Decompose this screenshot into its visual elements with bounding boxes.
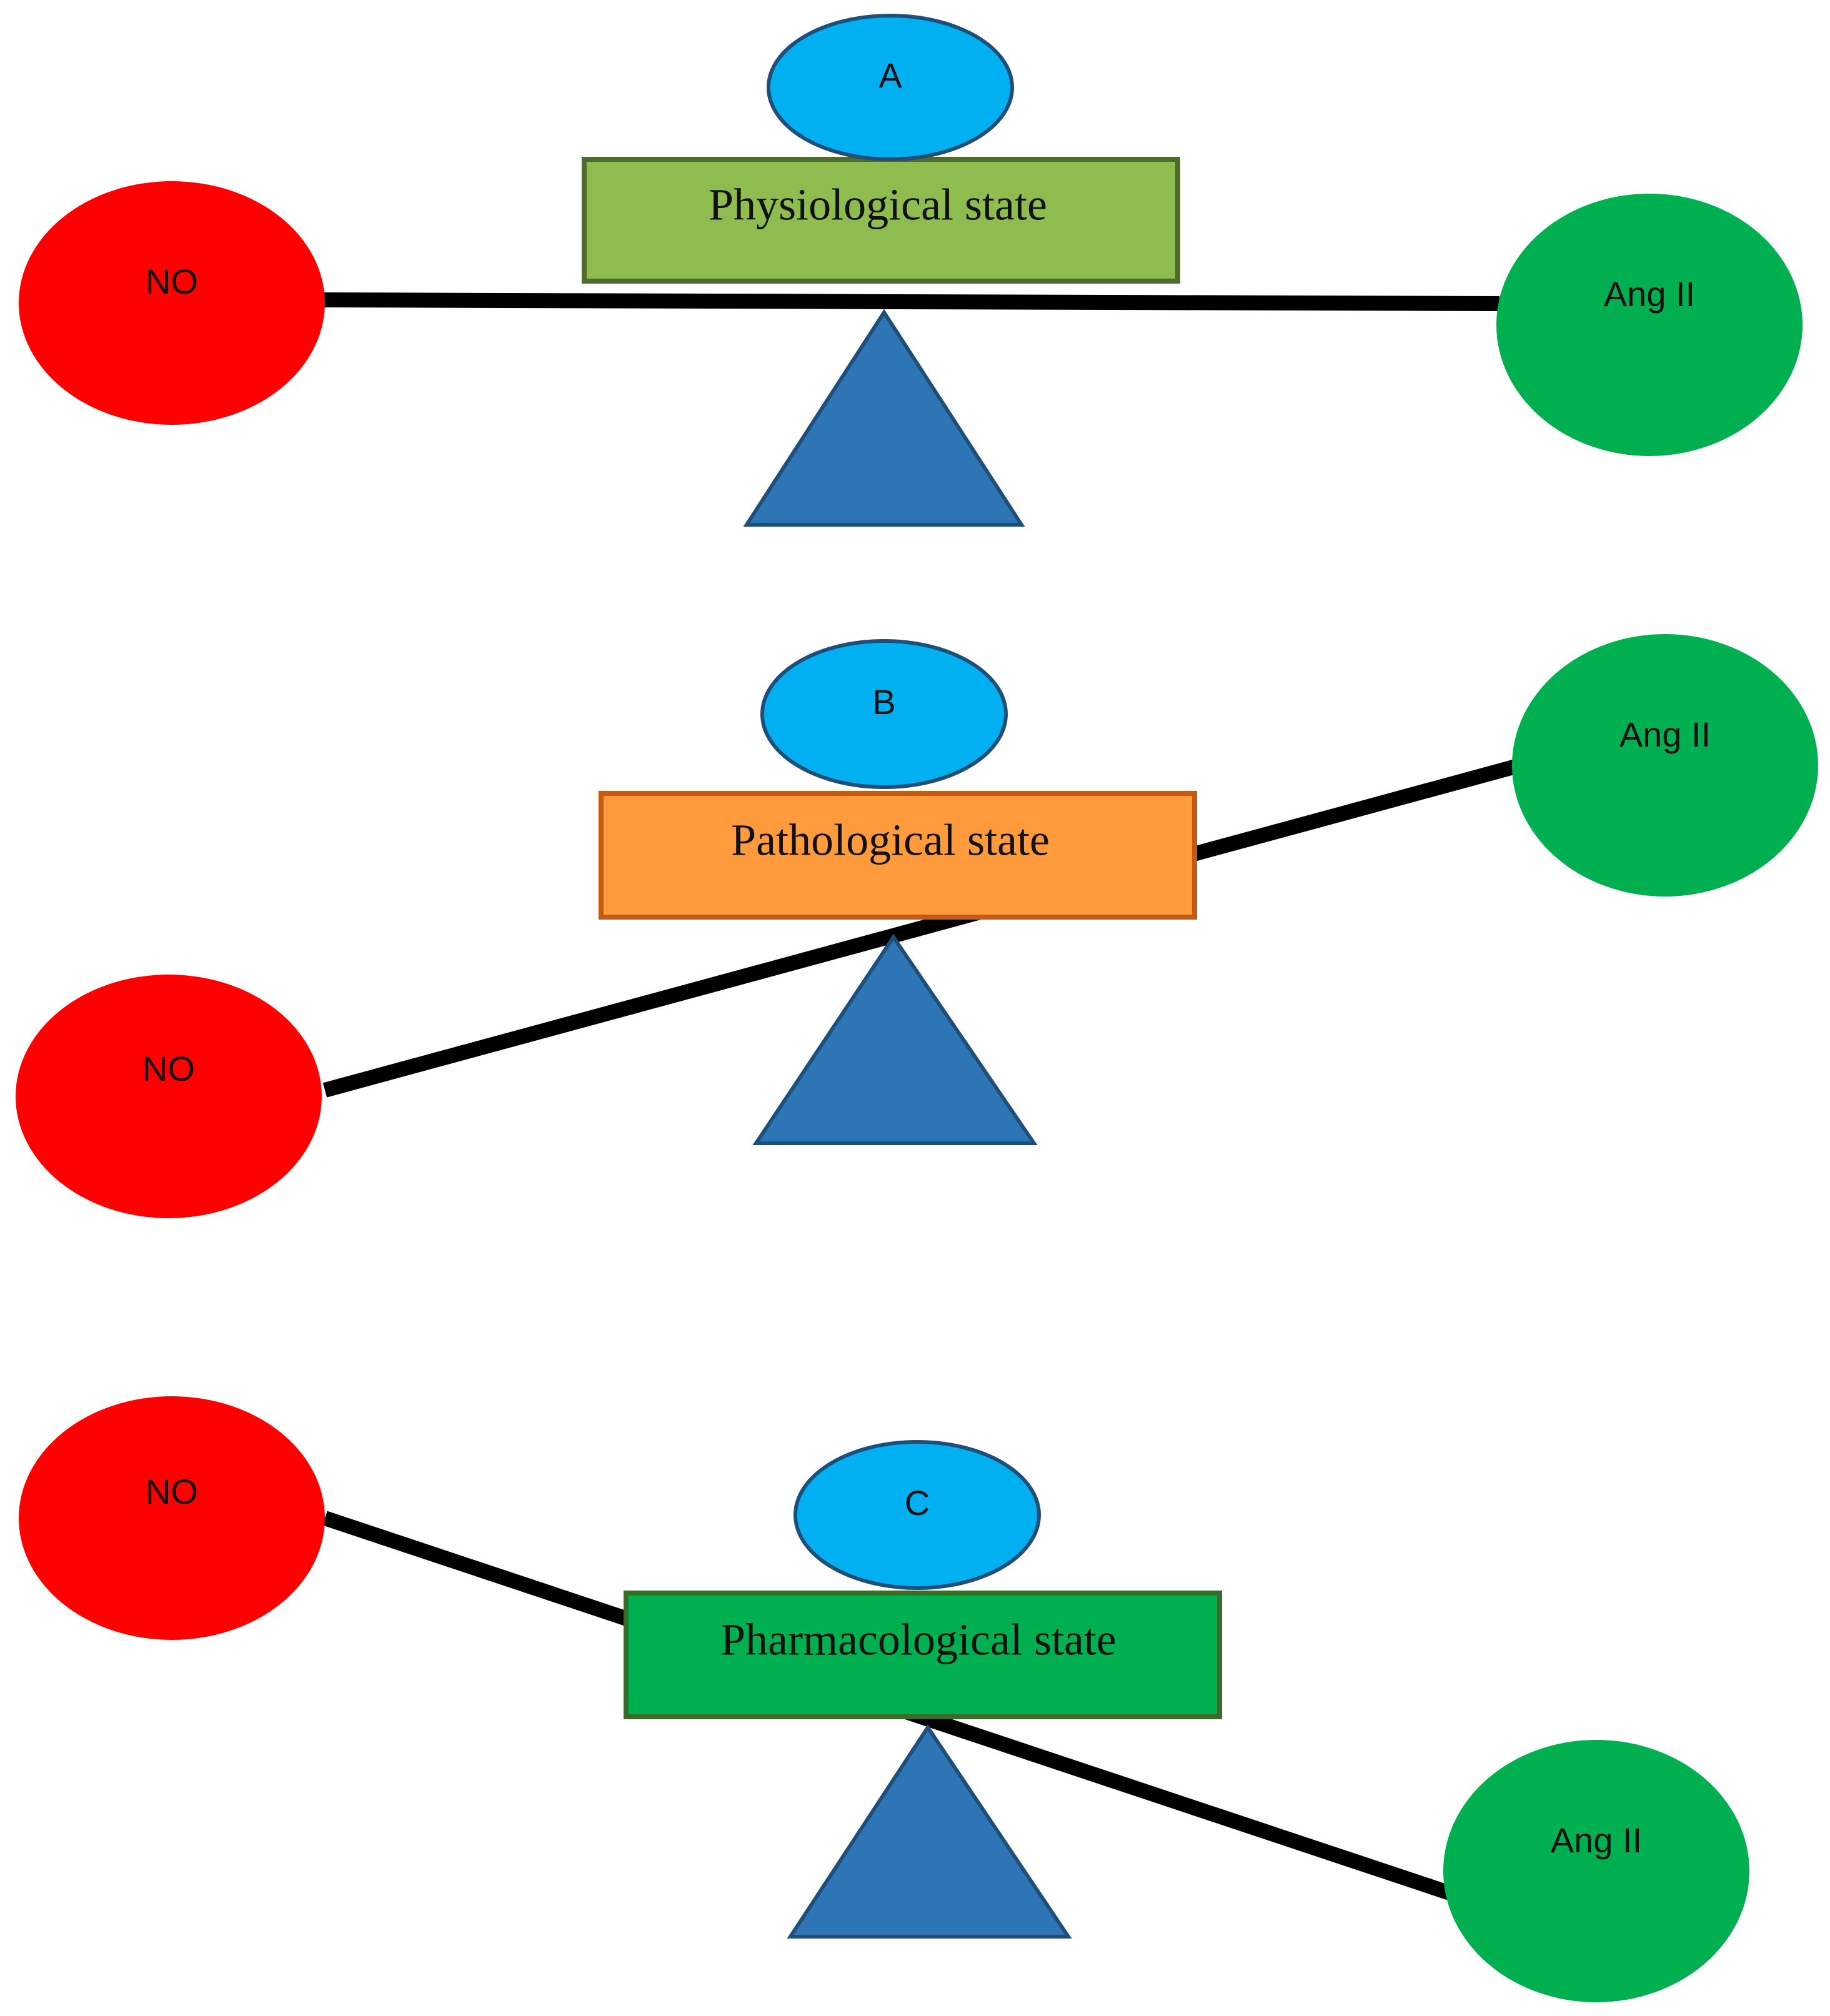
no-node-c [19,1396,325,1640]
no-label-a: NO [146,262,198,301]
fulcrum-b [752,933,1038,1145]
state-box-a [582,157,1180,284]
fulcrum-a [743,309,1025,527]
fulcrum-c [787,1724,1072,1939]
state-label-c: Pharmacological state [720,1615,1116,1665]
no-label-c: NO [146,1472,198,1511]
state-box-b [599,791,1197,920]
state-label-b: Pathological state [731,815,1050,865]
ang-ii-node-a [1496,194,1803,456]
panel-b: NO Ang II Pathological state B [16,634,1818,1218]
panel-letter-ellipse-a [767,14,1014,161]
panel-a: NO Ang II Physiological state A [19,14,1803,527]
ang-ii-label-a: Ang II [1604,274,1695,314]
ang-ii-node-b [1512,634,1818,896]
panel-letter-ellipse-b [760,639,1008,789]
ang-ii-label-b: Ang II [1619,715,1711,754]
panel-letter-ellipse-c [793,1440,1041,1590]
panel-c: NO Ang II Pharmacological state C [19,1396,1749,2002]
no-node-b [16,975,322,1218]
no-label-b: NO [142,1049,195,1088]
state-label-a: Physiological state [709,180,1047,230]
panel-letter-b: B [872,682,895,722]
panel-letter-a: A [878,56,902,95]
no-node-a [19,181,325,425]
panel-letter-c: C [905,1483,930,1522]
balance-beam-b [322,752,1546,1098]
state-box-c [624,1591,1222,1719]
ang-ii-label-c: Ang II [1551,1820,1642,1860]
balance-beam-a [312,292,1500,311]
ang-ii-node-c [1443,1740,1749,2002]
